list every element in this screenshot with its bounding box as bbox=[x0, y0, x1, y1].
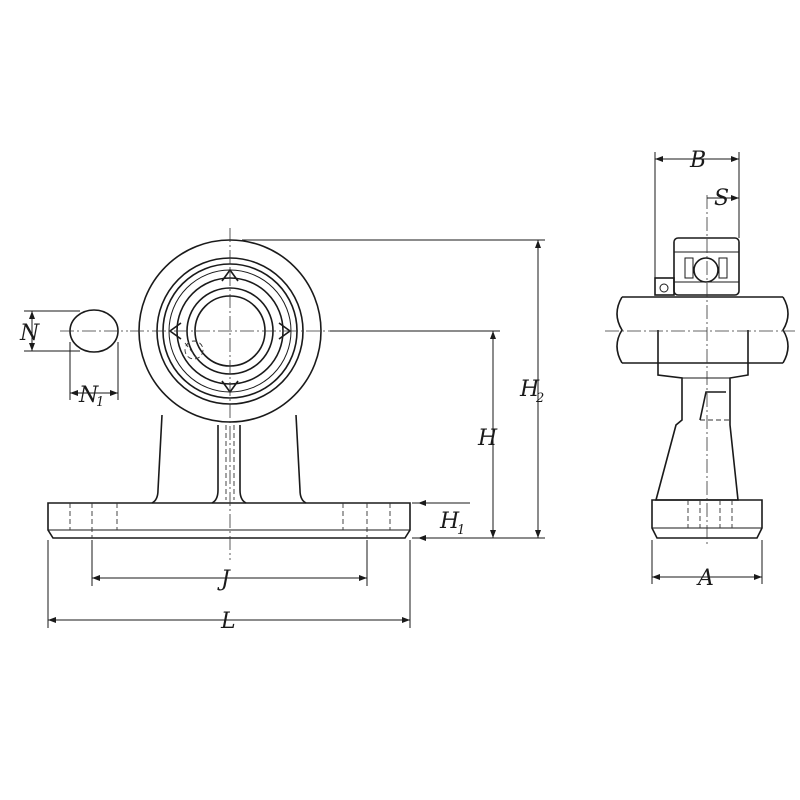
label-s: S bbox=[714, 186, 729, 211]
front-dimensions bbox=[47, 239, 545, 628]
label-n1: N 1 bbox=[78, 383, 104, 410]
label-h: H bbox=[477, 426, 498, 451]
svg-text:H: H bbox=[519, 377, 540, 402]
front-center-web bbox=[211, 425, 247, 504]
front-right-bolt-hole bbox=[342, 503, 391, 538]
side-collar bbox=[654, 277, 675, 296]
side-ball bbox=[693, 257, 719, 283]
svg-text:2: 2 bbox=[535, 391, 544, 406]
front-right-leg bbox=[295, 414, 307, 504]
label-h2: H 2 bbox=[519, 377, 544, 406]
front-tab-top bbox=[221, 268, 239, 282]
front-set-screw bbox=[184, 340, 204, 363]
side-bearing-insert bbox=[673, 237, 740, 296]
slot-detail bbox=[24, 309, 128, 400]
side-housing bbox=[654, 330, 749, 501]
front-left-bolt-hole bbox=[69, 503, 118, 538]
svg-text:N: N bbox=[78, 383, 99, 408]
label-a: A bbox=[696, 566, 714, 591]
label-b: B bbox=[689, 148, 706, 173]
svg-text:H: H bbox=[439, 509, 460, 534]
side-shaft bbox=[622, 296, 783, 364]
label-h1: H 1 bbox=[439, 509, 465, 538]
front-view bbox=[47, 228, 411, 560]
svg-text:1: 1 bbox=[457, 523, 465, 538]
label-j: J bbox=[217, 567, 231, 592]
front-base-plate bbox=[47, 502, 411, 539]
dimension-labels: B S H 2 H H 1 N N 1 J L A bbox=[19, 148, 729, 634]
label-l: L bbox=[220, 609, 236, 634]
svg-text:1: 1 bbox=[96, 395, 104, 410]
side-dimensions bbox=[651, 152, 763, 584]
label-n: N bbox=[19, 321, 40, 346]
front-left-leg bbox=[151, 414, 163, 504]
side-view bbox=[605, 195, 795, 545]
